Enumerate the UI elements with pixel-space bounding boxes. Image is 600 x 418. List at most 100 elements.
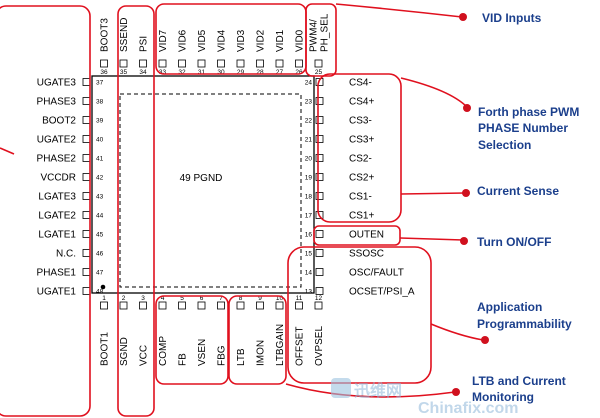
pin-number: 39 <box>96 118 104 125</box>
pin-number: 15 <box>305 251 313 258</box>
pin-13: OCSET/PSI_A13 <box>305 287 415 298</box>
pin-pad <box>139 59 147 68</box>
pin-pad <box>315 97 324 105</box>
pin-number: 5 <box>180 295 184 302</box>
pin-name: BOOT2 <box>42 116 76 127</box>
pin-number: 34 <box>139 69 147 76</box>
pin-number: 6 <box>200 295 204 302</box>
pin-name: VID7 <box>158 29 169 52</box>
pin-pad <box>178 301 186 310</box>
pin-number: 4 <box>161 295 165 302</box>
chip-body <box>91 75 315 294</box>
pin-pad <box>82 211 91 219</box>
pin-pad <box>315 116 324 124</box>
pin-number: 21 <box>305 137 313 144</box>
pin-number: 12 <box>315 295 323 302</box>
leader-vid <box>335 3 463 18</box>
pin-23: CS4+23 <box>305 97 375 108</box>
watermark: 迅维网 Chinafix.com <box>331 378 518 417</box>
leader-app <box>430 323 484 341</box>
pin-name: SSOSC <box>349 249 384 260</box>
callout-dot-cs <box>462 189 470 197</box>
pin-name: UGATE3 <box>37 78 77 89</box>
callout-turn-on-off: Turn ON/OFF <box>477 235 551 249</box>
pin-name: OUTEN <box>349 230 384 241</box>
pin-number: 17 <box>305 213 313 220</box>
pin-name: SGND <box>119 337 130 366</box>
pin-number: 1 <box>102 295 106 302</box>
pin-pad <box>82 78 91 86</box>
pin-name: VCC <box>139 345 150 366</box>
pin-number: 32 <box>178 69 186 76</box>
callout-dot-ltb <box>452 388 460 396</box>
pin-pad <box>295 59 303 68</box>
left-group-frame <box>0 5 91 417</box>
pin-pad <box>197 301 206 310</box>
pin-name: LGATE2 <box>38 211 76 222</box>
pin-number: 30 <box>217 69 225 76</box>
pin-name: CS1+ <box>349 211 374 222</box>
callout-application-2: Programmability <box>477 317 572 331</box>
pin-17: CS1+ 17 <box>305 211 375 222</box>
pin-name: OVPSEL <box>314 326 325 366</box>
pin-pad <box>236 59 245 68</box>
pin-name: IMON <box>256 340 267 366</box>
pin-pad <box>139 301 147 310</box>
pin-number: 36 <box>100 69 108 76</box>
pin-42: VCCDR 42 <box>40 173 103 184</box>
pin-pad <box>82 97 91 105</box>
pin-name: FBG <box>217 345 228 366</box>
callout-dot-app <box>481 336 489 344</box>
pin-number: 16 <box>305 232 313 239</box>
pin-pad <box>82 173 91 181</box>
pin-number: 10 <box>276 295 284 302</box>
pin-name: VID3 <box>236 29 247 52</box>
pin-pad <box>82 154 91 162</box>
pin-pad <box>315 192 324 200</box>
pin-name: FB <box>178 353 189 366</box>
pin-number: 43 <box>96 194 104 201</box>
pin-18: CS1-18 <box>305 192 372 203</box>
pin-pad <box>315 287 324 295</box>
pin-name: VID5 <box>197 29 208 52</box>
pin-pad <box>315 173 324 181</box>
pin-name: PHASE1 <box>37 268 77 279</box>
pin-name: CS3+ <box>349 135 374 146</box>
application-frame <box>287 246 432 384</box>
pin-pad <box>275 59 284 68</box>
pin-number: 42 <box>96 175 104 182</box>
pin-number: 3 <box>141 295 145 302</box>
pin-pad <box>158 301 167 310</box>
pin-name: OFFSET <box>295 327 306 366</box>
pin-pad <box>236 301 245 310</box>
pin-number: 48 <box>96 289 104 296</box>
ltb-frame <box>228 295 287 385</box>
pin-16: OUTEN 16 <box>305 230 384 241</box>
pin-39: BOOT2 39 <box>42 116 104 127</box>
pin-name: VID4 <box>217 29 228 52</box>
pin-name: VCCDR <box>40 173 76 184</box>
ssend-psi-frame <box>117 5 155 417</box>
pin-name: VID1 <box>275 29 286 52</box>
pin-5: FB 5 <box>178 295 189 366</box>
pin-number: 7 <box>219 295 223 302</box>
pin-pad <box>82 249 91 257</box>
pin-name: SSEND <box>119 18 130 52</box>
pin-22: CS3-22 <box>305 116 372 127</box>
leader-ltb <box>285 383 456 398</box>
pin-46: N.C.46 <box>56 249 104 260</box>
